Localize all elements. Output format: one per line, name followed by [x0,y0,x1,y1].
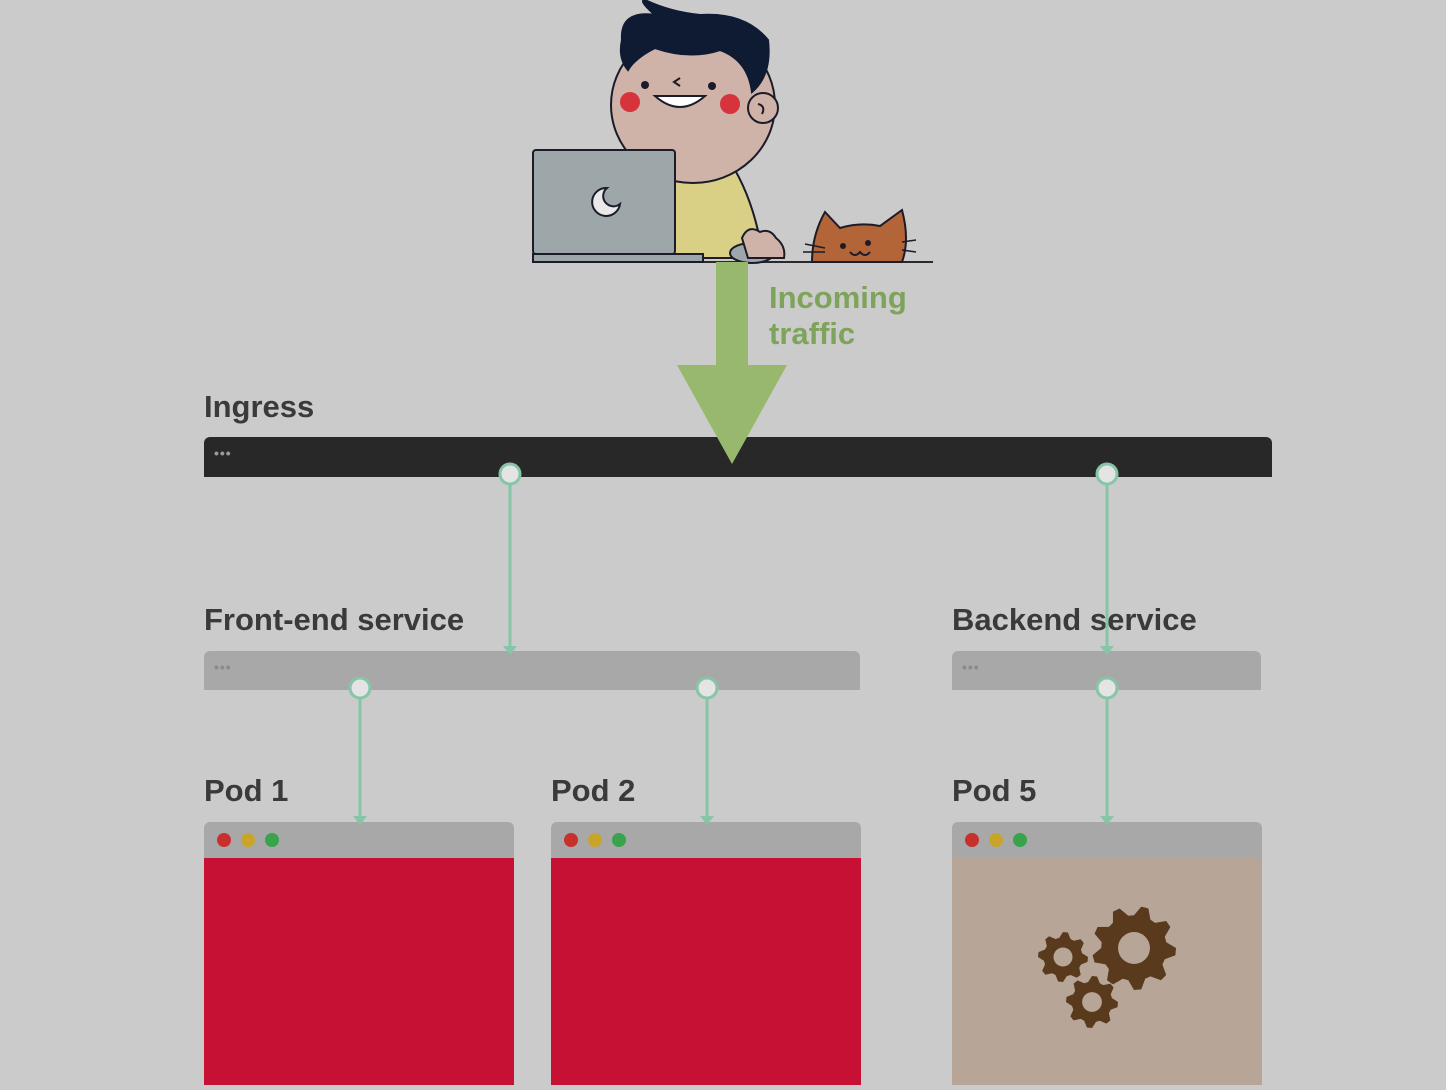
pod-5-window [952,822,1262,1085]
pod-2-content [551,858,861,1085]
ingress-label: Ingress [204,389,315,424]
hair [619,0,770,94]
close-dot-icon [217,833,231,847]
ingress-bar: ••• [204,437,1272,477]
pod-2-label: Pod 2 [551,773,636,808]
incoming-traffic-label: Incoming traffic [769,280,907,352]
traffic-line-1: Incoming [769,280,907,315]
face [610,26,776,184]
backend-service-bar: ••• [952,651,1261,690]
backend-service-label: Backend service [952,602,1197,637]
pod-2-window [551,822,861,1085]
pod-1-content [204,858,514,1085]
traffic-line-2: traffic [769,316,856,351]
maximize-dot-icon [612,833,626,847]
window-titlebar [551,822,861,858]
laptop-logo [591,186,622,217]
laptop [532,149,676,255]
close-dot-icon [965,833,979,847]
mouse [729,242,775,264]
pod-1-label: Pod 1 [204,773,289,808]
window-titlebar [204,822,514,858]
close-dot-icon [564,833,578,847]
pod-5-label: Pod 5 [952,773,1037,808]
minimize-dot-icon [241,833,255,847]
hand [740,228,786,259]
frontend-dots: ••• [214,659,232,675]
minimize-dot-icon [588,833,602,847]
window-titlebar [952,822,1262,858]
shirt [659,165,770,259]
pod-5-content [952,858,1262,1085]
maximize-dot-icon [265,833,279,847]
frontend-service-label: Front-end service [204,602,465,637]
ear [747,92,779,124]
frontend-service-bar: ••• [204,651,860,690]
backend-dots: ••• [962,659,980,675]
ingress-dots: ••• [214,445,232,461]
pod-1-window [204,822,514,1085]
cat [810,208,907,263]
minimize-dot-icon [989,833,1003,847]
maximize-dot-icon [1013,833,1027,847]
